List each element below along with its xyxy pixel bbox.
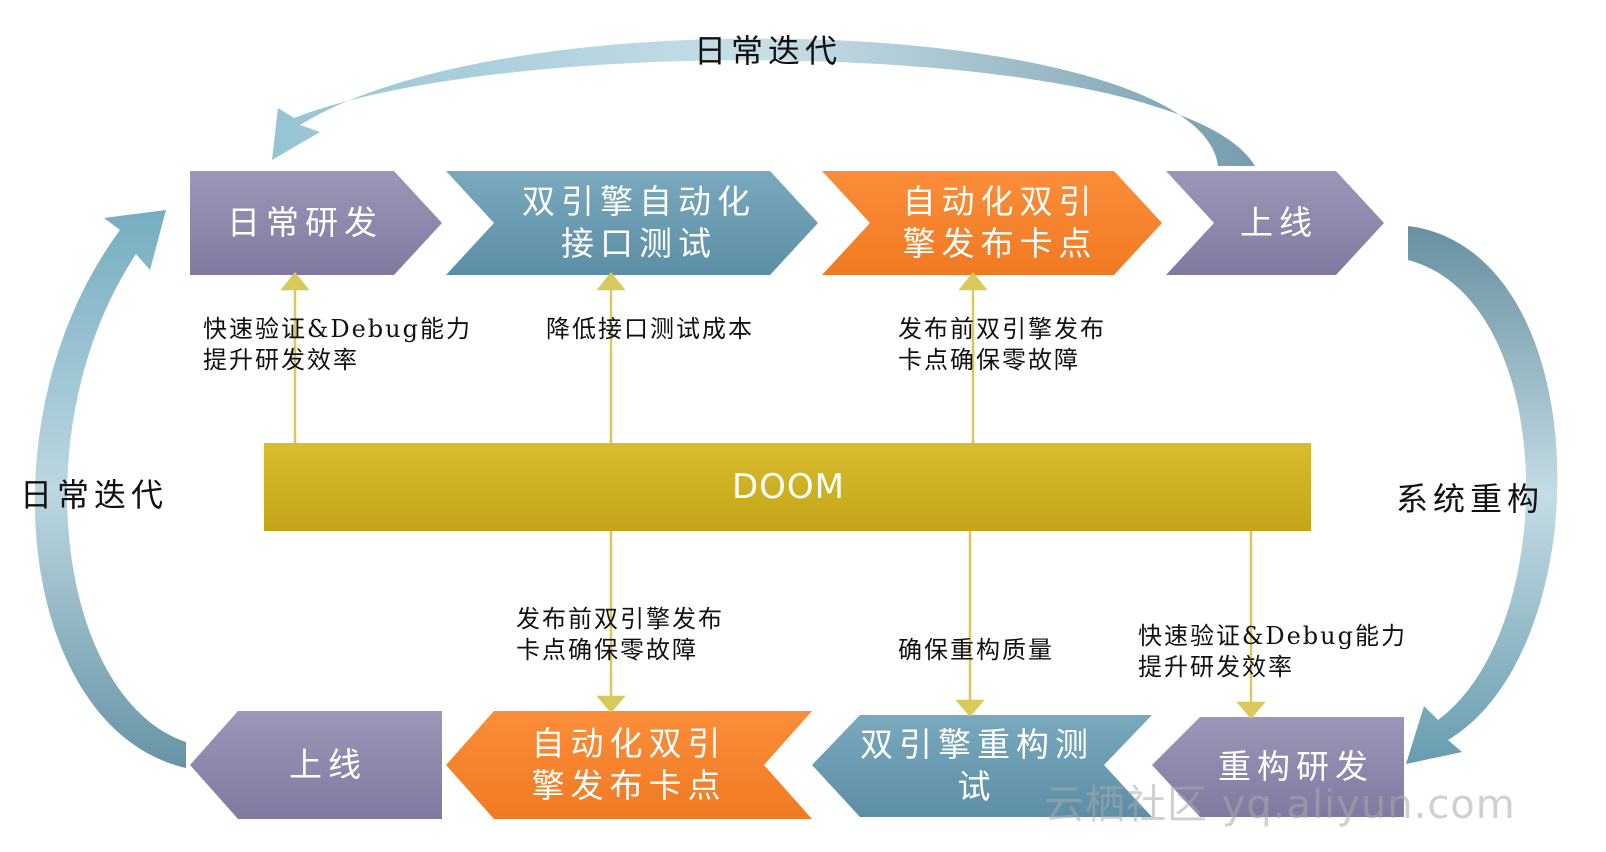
stage-online-bottom-shape bbox=[190, 711, 442, 819]
stage-api-test-shape bbox=[446, 171, 818, 275]
connector-down-3-head bbox=[1236, 701, 1266, 719]
stage-line: 日常研发 bbox=[227, 203, 383, 242]
stage-daily-dev-shape bbox=[190, 171, 442, 275]
top-iteration-arc bbox=[272, 38, 1255, 166]
connector-up-2-head bbox=[596, 271, 626, 291]
note-line: 提升研发效率 bbox=[1138, 653, 1294, 681]
stage-line: 重构研发 bbox=[1218, 747, 1374, 786]
note-line: 发布前双引擎发布 bbox=[516, 605, 724, 633]
note-line: 快速验证&Debug能力 bbox=[1138, 622, 1407, 650]
stage-release-gate-bottom: 自动化双引 擎发布卡点 bbox=[494, 711, 764, 819]
right-refactor-arc bbox=[1406, 226, 1558, 764]
upper-note-1: 快速验证&Debug能力 提升研发效率 bbox=[203, 314, 472, 376]
connector-up-3-head bbox=[958, 271, 988, 291]
note-line: 发布前双引擎发布 bbox=[898, 315, 1106, 343]
lower-note-2: 确保重构质量 bbox=[898, 635, 1054, 666]
stage-line: 双引擎重构测试 bbox=[860, 725, 1094, 806]
stage-refactor-dev-shape bbox=[1152, 717, 1404, 817]
stage-api-test: 双引擎自动化 接口测试 bbox=[494, 171, 784, 275]
upper-note-3: 发布前双引擎发布 卡点确保零故障 bbox=[898, 314, 1106, 376]
stage-refactor-test-shape bbox=[812, 715, 1152, 817]
stage-online-shape bbox=[1166, 171, 1384, 275]
stage-daily-dev: 日常研发 bbox=[190, 171, 420, 275]
note-line: 降低接口测试成本 bbox=[546, 315, 754, 343]
stage-release-gate-shape bbox=[822, 171, 1162, 275]
upper-note-2: 降低接口测试成本 bbox=[546, 314, 754, 345]
stage-release-gate-bottom-shape bbox=[446, 711, 812, 819]
stage-line: 上线 bbox=[289, 745, 367, 784]
stage-line: 接口测试 bbox=[561, 224, 717, 263]
connector-up-1-head bbox=[280, 271, 310, 291]
left-arc-label: 日常迭代 bbox=[20, 476, 169, 514]
lower-note-1: 发布前双引擎发布 卡点确保零故障 bbox=[516, 604, 724, 666]
stage-refactor-test: 双引擎重构测试 bbox=[846, 715, 1108, 817]
stage-refactor-dev: 重构研发 bbox=[1196, 717, 1396, 817]
connector-down-2-head bbox=[955, 699, 985, 717]
left-iteration-arc bbox=[34, 210, 186, 768]
stage-online: 上线 bbox=[1214, 171, 1344, 275]
doom-label: DOOM bbox=[731, 467, 846, 507]
connector-down-1-head bbox=[596, 695, 626, 713]
stage-line: 自动化双引 bbox=[531, 724, 727, 763]
note-line: 卡点确保零故障 bbox=[516, 636, 698, 664]
right-arc-label: 系统重构 bbox=[1396, 480, 1545, 518]
note-line: 确保重构质量 bbox=[898, 636, 1054, 664]
note-line: 提升研发效率 bbox=[203, 346, 359, 374]
stage-line: 擎发布卡点 bbox=[531, 766, 727, 805]
note-line: 快速验证&Debug能力 bbox=[203, 315, 472, 343]
doom-bar bbox=[264, 443, 1311, 531]
stage-line: 双引擎自动化 bbox=[522, 182, 756, 221]
note-line: 卡点确保零故障 bbox=[898, 346, 1080, 374]
lower-note-3: 快速验证&Debug能力 提升研发效率 bbox=[1138, 621, 1407, 683]
top-arc-label: 日常迭代 bbox=[694, 32, 843, 70]
stage-release-gate: 自动化双引 擎发布卡点 bbox=[870, 171, 1130, 275]
stage-line: 擎发布卡点 bbox=[902, 224, 1098, 263]
watermark: 云栖社区 yq.aliyun.com bbox=[1044, 782, 1516, 828]
stage-online-bottom: 上线 bbox=[238, 711, 418, 819]
stage-line: 上线 bbox=[1240, 203, 1318, 242]
stage-line: 自动化双引 bbox=[902, 182, 1098, 221]
